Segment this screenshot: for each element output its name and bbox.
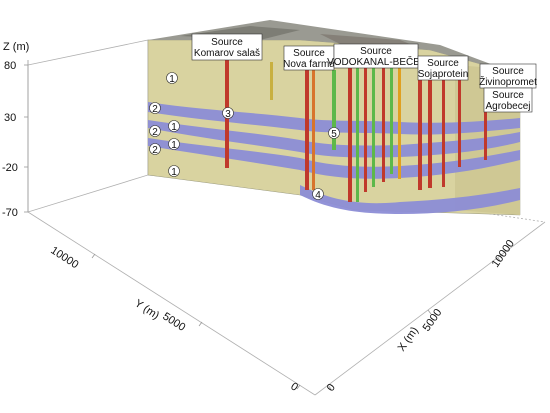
layer-marker: 3 <box>222 107 234 120</box>
aquifer-layers <box>148 102 520 214</box>
layer-marker: 1 <box>168 165 180 178</box>
y-axis <box>91 253 301 390</box>
svg-text:Agrobecej: Agrobecej <box>485 101 530 112</box>
x-tick-10000: 10000 <box>490 238 517 270</box>
z-tick-30: 30 <box>4 112 16 124</box>
layer-markers: 1 2 1 2 1 2 1 3 5 4 <box>149 72 340 201</box>
svg-text:Sojaprotein: Sojaprotein <box>418 69 469 80</box>
layer-marker: 4 <box>312 188 324 201</box>
source-label-sojaprotein: Source Sojaprotein <box>417 55 469 81</box>
source-label-nova-farma: Source Nova farma <box>283 45 335 71</box>
y-axis-title: Y (m) <box>132 297 161 322</box>
source-label-agrobecej: Source Agrobecej <box>483 87 533 113</box>
source-label-komarov: Source Komarov salaš <box>191 33 263 61</box>
z-tick-neg70: -70 <box>2 207 18 219</box>
svg-text:5: 5 <box>331 129 337 140</box>
z-axis <box>24 60 29 213</box>
svg-text:Komarov salaš: Komarov salaš <box>194 48 260 59</box>
layer-marker: 2 <box>149 125 161 138</box>
layer-marker: 2 <box>149 143 161 156</box>
y-tick-10000: 10000 <box>48 244 80 271</box>
z-tick-neg20: -20 <box>2 162 18 174</box>
svg-text:Source: Source <box>492 66 524 77</box>
svg-text:4: 4 <box>315 190 321 201</box>
y-tick-0: 0 <box>288 380 300 393</box>
svg-text:Source: Source <box>492 90 524 101</box>
layer-marker: 1 <box>166 72 178 85</box>
layer-marker: 2 <box>149 102 161 115</box>
svg-text:1: 1 <box>171 167 177 178</box>
svg-text:Source: Source <box>293 48 325 59</box>
x-tick-5000: 5000 <box>421 307 445 334</box>
svg-text:1: 1 <box>171 122 177 133</box>
svg-text:1: 1 <box>169 74 175 85</box>
x-axis <box>327 257 502 390</box>
svg-text:Source: Source <box>211 37 243 48</box>
svg-text:2: 2 <box>152 145 158 156</box>
x-tick-0: 0 <box>325 382 338 394</box>
svg-text:Source: Source <box>427 58 459 69</box>
layer-marker: 5 <box>328 127 340 140</box>
layer-marker: 1 <box>168 120 180 133</box>
svg-text:Živinopromet: Živinopromet <box>479 75 537 88</box>
svg-text:1: 1 <box>171 140 177 151</box>
svg-text:3: 3 <box>225 109 231 120</box>
layer-marker: 1 <box>168 138 180 151</box>
source-label-zivinopromet: Source Živinopromet <box>479 63 537 89</box>
source-label-vodokanal: Source VODOKANAL-BEČEJ <box>327 43 425 69</box>
svg-text:2: 2 <box>152 104 158 115</box>
z-axis-title: Z (m) <box>3 41 29 53</box>
x-axis-title: X (m) <box>396 325 421 354</box>
svg-text:Nova farma: Nova farma <box>283 59 335 70</box>
y-tick-5000: 5000 <box>160 310 187 333</box>
svg-text:VODOKANAL-BEČEJ: VODOKANAL-BEČEJ <box>327 55 425 68</box>
svg-text:2: 2 <box>152 127 158 138</box>
svg-text:Source: Source <box>360 46 392 57</box>
z-tick-80: 80 <box>4 60 16 72</box>
